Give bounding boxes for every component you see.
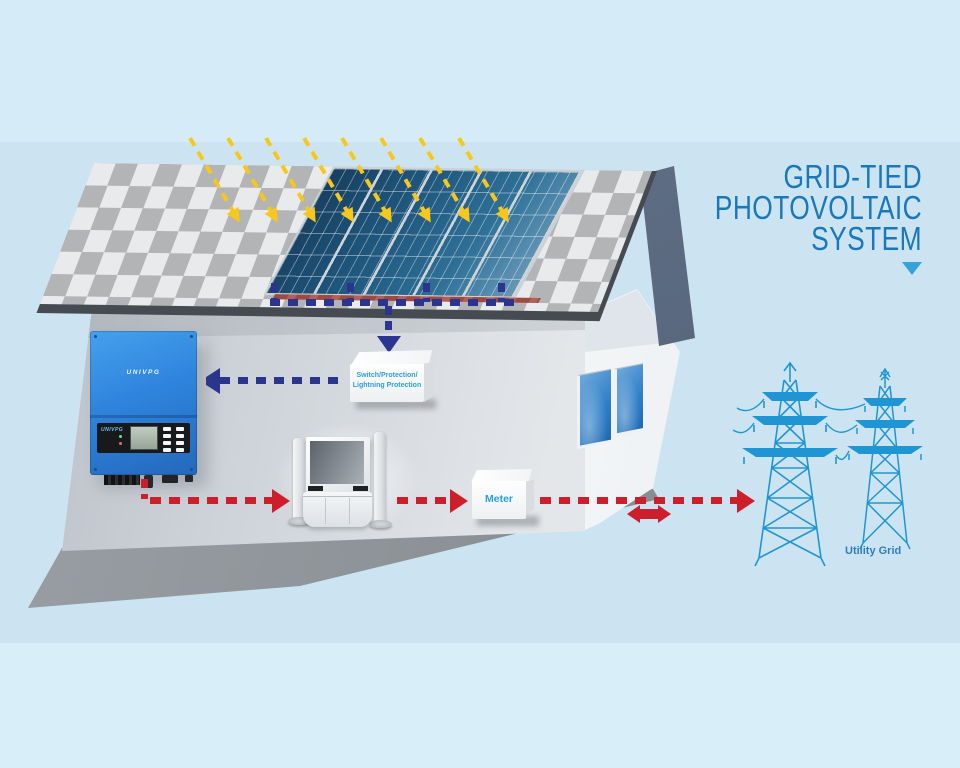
title-line-1: GRID-TIED <box>783 158 922 195</box>
dc-panel-stub <box>347 283 354 302</box>
sky-band <box>0 0 960 142</box>
dc-down-arrowhead-icon <box>377 336 401 353</box>
bidirectional-arrow-left-icon <box>627 505 640 523</box>
power-lines <box>732 398 866 461</box>
title-line-3: SYSTEM <box>811 220 922 257</box>
utility-grid-label: Utility Grid <box>845 545 902 557</box>
ac-arrowhead-icon <box>737 489 755 513</box>
inverter-connector <box>144 475 153 488</box>
inverter-button <box>163 448 171 452</box>
title-line-2: PHOTOVOLTAIC <box>714 189 922 226</box>
inverter-side-face <box>197 337 206 475</box>
ac-line-to-meter <box>397 497 449 504</box>
inverter-button <box>176 427 184 431</box>
inverter-brand-logo: UNIVPG <box>126 369 161 376</box>
inverter-connector <box>162 475 178 483</box>
dc-bus-line <box>270 299 518 306</box>
solar-inverter: UNIVPG UNIVPG <box>90 331 212 489</box>
speaker-right-base <box>369 520 392 528</box>
meter-box-top <box>471 469 532 483</box>
ac-line-to-grid <box>540 497 738 504</box>
page-title: GRID-TIED PHOTOVOLTAIC SYSTEM <box>663 158 922 257</box>
tv-screen <box>310 441 364 484</box>
switch-protection-box: Switch/Protection/ Lightning Protection <box>350 364 424 402</box>
window-right <box>614 363 643 437</box>
ac-arrowhead-icon <box>450 489 468 513</box>
screw-icon <box>94 335 97 338</box>
status-led-icon <box>119 435 122 438</box>
switch-protection-label: Switch/Protection/ Lightning Protection <box>350 364 424 390</box>
dc-panel-stub <box>271 283 278 302</box>
meter-box-side <box>526 480 534 514</box>
bidirectional-arrow-right-icon <box>658 505 671 523</box>
speaker-left-base <box>288 517 311 525</box>
ground-band <box>0 643 960 768</box>
cabinet-door-seam <box>325 498 326 524</box>
utility-tower-left <box>742 361 838 567</box>
inverter-lcd-display <box>130 426 158 450</box>
tv-speaker-strip <box>308 486 323 491</box>
bidirectional-arrow-bar <box>639 509 659 519</box>
screw-icon <box>190 335 193 338</box>
inverter-panel-logo: UNIVPG <box>101 427 124 433</box>
inverter-button <box>176 441 184 445</box>
inverter-connector <box>185 475 193 482</box>
inverter-button <box>176 434 184 438</box>
speaker-left <box>293 438 305 520</box>
tv <box>306 437 370 492</box>
title-pointer-triangle-icon <box>902 262 922 275</box>
utility-tower-right <box>847 367 923 550</box>
dc-panel-stub <box>423 283 430 302</box>
ac-line-to-tv <box>150 497 272 504</box>
ac-arrowhead-icon <box>272 489 290 513</box>
tv-cabinet <box>303 492 372 527</box>
inverter-seam <box>90 415 197 418</box>
cabinet-top-edge <box>303 496 372 497</box>
meter-label: Meter <box>484 493 513 505</box>
inverter-control-panel: UNIVPG <box>97 423 190 453</box>
screw-icon <box>190 468 193 471</box>
inverter-button <box>163 441 171 445</box>
switch-protection-box-side <box>424 362 433 402</box>
meter-box: Meter <box>472 481 526 519</box>
cabinet-door-seam <box>349 498 350 524</box>
switch-protection-box-top <box>350 350 433 368</box>
tv-speaker-strip <box>353 486 368 491</box>
solar-panel-array <box>263 166 585 299</box>
dc-down-line <box>385 306 392 336</box>
inverter-terminal-block <box>104 475 140 485</box>
inverter-button <box>163 427 171 431</box>
meter-box-shadow <box>477 516 539 526</box>
dc-to-inverter-line <box>220 377 342 384</box>
window-left <box>577 368 611 450</box>
switch-protection-label-line2: Lightning Protection <box>352 381 422 389</box>
utility-grid-towers <box>732 361 923 567</box>
screw-icon <box>94 468 97 471</box>
alarm-led-icon <box>119 442 122 445</box>
switch-protection-label-line1: Switch/Protection/ <box>356 372 418 379</box>
inverter-button <box>176 448 184 452</box>
ac-line-inverter-down <box>141 479 148 499</box>
inverter-button <box>163 434 171 438</box>
inverter-front-face: UNIVPG UNIVPG <box>90 331 197 475</box>
speaker-right <box>374 432 386 522</box>
dc-panel-stub <box>498 283 505 302</box>
